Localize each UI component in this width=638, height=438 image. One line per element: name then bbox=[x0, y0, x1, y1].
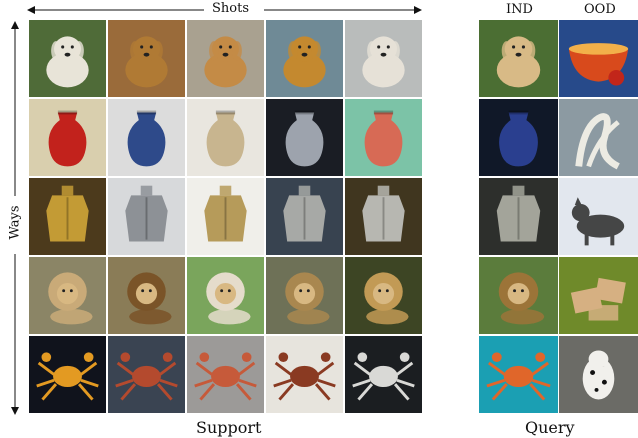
dalmatian-icon bbox=[582, 350, 615, 400]
support-image-vase bbox=[266, 99, 343, 176]
lion-icon bbox=[498, 272, 545, 325]
armor-icon bbox=[46, 185, 89, 242]
support-image-armor bbox=[266, 178, 343, 255]
support-image-golden-retriever bbox=[29, 20, 106, 97]
armor-icon bbox=[204, 185, 247, 242]
support-image-armor bbox=[345, 178, 422, 255]
support-image-vase bbox=[108, 99, 185, 176]
vase-icon bbox=[285, 110, 324, 167]
lion-icon bbox=[285, 272, 330, 325]
armor-icon bbox=[125, 185, 168, 242]
support-label: Support bbox=[196, 418, 262, 437]
support-image-vase bbox=[187, 99, 264, 176]
vase-icon bbox=[206, 110, 245, 167]
vase-icon bbox=[127, 110, 166, 167]
support-image-vase bbox=[345, 99, 422, 176]
vase-icon bbox=[499, 110, 538, 167]
ribbon-icon bbox=[575, 113, 620, 170]
ways-label: Ways bbox=[7, 205, 23, 240]
crab-icon bbox=[194, 352, 257, 401]
support-image-crab bbox=[187, 336, 264, 413]
query-ind-image bbox=[479, 20, 558, 97]
crab-icon bbox=[352, 352, 415, 401]
query-ood-image bbox=[559, 178, 638, 255]
support-image-golden-retriever bbox=[266, 20, 343, 97]
query-ind-image bbox=[479, 99, 558, 176]
query-ood-image bbox=[559, 99, 638, 176]
dog-icon bbox=[362, 36, 405, 88]
lion-icon bbox=[127, 272, 172, 325]
shots-label: Shots bbox=[212, 1, 250, 16]
query-ind-image bbox=[479, 257, 558, 334]
support-image-crab bbox=[108, 336, 185, 413]
support-image-vase bbox=[29, 99, 106, 176]
support-image-golden-retriever bbox=[108, 20, 185, 97]
armor-icon bbox=[362, 185, 405, 242]
support-image-armor bbox=[29, 178, 106, 255]
vase-icon bbox=[48, 110, 87, 167]
husky-icon bbox=[571, 197, 625, 246]
armor-icon bbox=[283, 185, 326, 242]
support-image-lion bbox=[29, 257, 106, 334]
dog-icon bbox=[125, 36, 168, 88]
query-ood-image bbox=[559, 336, 638, 413]
vase-icon bbox=[364, 110, 403, 167]
support-image-golden-retriever bbox=[345, 20, 422, 97]
bowl-icon bbox=[568, 43, 629, 86]
support-image-lion bbox=[108, 257, 185, 334]
crab-icon bbox=[36, 352, 99, 401]
support-image-crab bbox=[345, 336, 422, 413]
ind-label: IND bbox=[506, 2, 533, 17]
crab-icon bbox=[115, 352, 178, 401]
query-ood-image bbox=[559, 257, 638, 334]
query-ind-image bbox=[479, 178, 558, 255]
lion-icon bbox=[48, 272, 93, 325]
support-image-lion bbox=[266, 257, 343, 334]
lion-icon bbox=[364, 272, 409, 325]
support-image-crab bbox=[29, 336, 106, 413]
armor-icon bbox=[496, 185, 541, 242]
dog-icon bbox=[496, 36, 541, 88]
support-image-crab bbox=[266, 336, 343, 413]
lion-icon bbox=[206, 272, 251, 325]
boxes-icon bbox=[570, 277, 626, 321]
query-ind-image bbox=[479, 336, 558, 413]
support-image-armor bbox=[187, 178, 264, 255]
dog-icon bbox=[204, 36, 247, 88]
query-grid bbox=[479, 20, 638, 413]
ood-label: OOD bbox=[584, 2, 616, 17]
support-image-golden-retriever bbox=[187, 20, 264, 97]
support-image-armor bbox=[108, 178, 185, 255]
dog-icon bbox=[283, 36, 326, 88]
crab-icon bbox=[273, 352, 336, 401]
support-image-lion bbox=[187, 257, 264, 334]
crab-icon bbox=[486, 352, 551, 401]
support-image-lion bbox=[345, 257, 422, 334]
query-ood-image bbox=[559, 20, 638, 97]
dog-icon bbox=[46, 36, 89, 88]
support-grid bbox=[29, 20, 422, 413]
query-label: Query bbox=[525, 418, 575, 437]
